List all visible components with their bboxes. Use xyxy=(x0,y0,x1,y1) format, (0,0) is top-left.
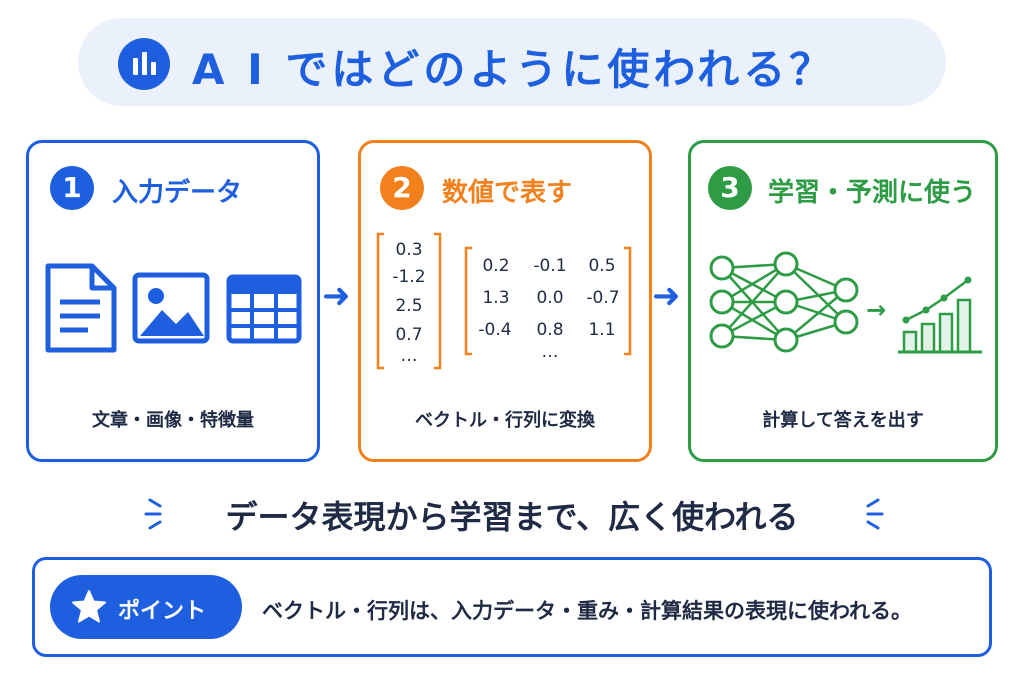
vector-value: 2.5 xyxy=(395,296,423,316)
matrix-cell: -0.7 xyxy=(586,288,620,308)
step-number-1: 1 xyxy=(50,166,94,210)
vector-value: 0.3 xyxy=(395,240,423,260)
subtitle: データ表現から学習まで、広く使われる xyxy=(225,498,799,536)
step-number-2: 2 xyxy=(380,166,424,210)
title-banner xyxy=(78,18,946,106)
neural-network-icon xyxy=(709,251,859,353)
matrix-cell: 1.3 xyxy=(482,288,510,308)
matrix-more: … xyxy=(541,342,559,362)
card-title-3: 学習・予測に使う xyxy=(768,178,977,208)
matrix-cell: -0.4 xyxy=(478,320,512,340)
star-icon xyxy=(72,590,106,623)
vector-value: … xyxy=(400,346,418,366)
card-title-2: 数値で表す xyxy=(442,178,573,208)
page-title: A I ではどのように使われる？ xyxy=(192,45,836,94)
card-caption-3: 計算して答えを出す xyxy=(762,410,924,431)
table-icon xyxy=(226,274,302,344)
matrix-brackets xyxy=(464,246,632,356)
sparkle-left-icon xyxy=(136,494,180,534)
point-text: ベクトル・行列は、入力データ・重み・計算結果の表現に使われる。 xyxy=(262,599,912,623)
arrow-right-icon: ➜ xyxy=(322,276,351,316)
growth-chart-icon xyxy=(898,276,982,354)
point-label: ポイント xyxy=(118,599,207,624)
card-numeric-representation xyxy=(358,140,652,462)
matrix-cell: 0.0 xyxy=(536,288,564,308)
vector-brackets xyxy=(376,232,442,370)
sparkle-right-icon xyxy=(848,494,892,534)
card-caption-2: ベクトル・行列に変換 xyxy=(415,410,595,431)
arrow-right-icon: ➜ xyxy=(652,276,681,316)
matrix-cell: 0.5 xyxy=(588,256,616,276)
matrix-cell: 0.2 xyxy=(482,256,510,276)
vector-value: 0.7 xyxy=(395,325,423,345)
card-title-1: 入力データ xyxy=(112,178,243,208)
step-number-3: 3 xyxy=(708,166,752,210)
matrix-cell: 0.8 xyxy=(536,320,564,340)
document-icon xyxy=(45,263,117,353)
matrix-cell: -0.1 xyxy=(533,256,567,276)
chart-icon xyxy=(118,38,170,90)
image-icon xyxy=(132,272,210,344)
matrix-cell: 1.1 xyxy=(588,320,616,340)
card-caption-1: 文章・画像・特徴量 xyxy=(92,410,254,431)
vector-value: -1.2 xyxy=(392,267,426,287)
arrow-right-icon: → xyxy=(866,296,887,324)
